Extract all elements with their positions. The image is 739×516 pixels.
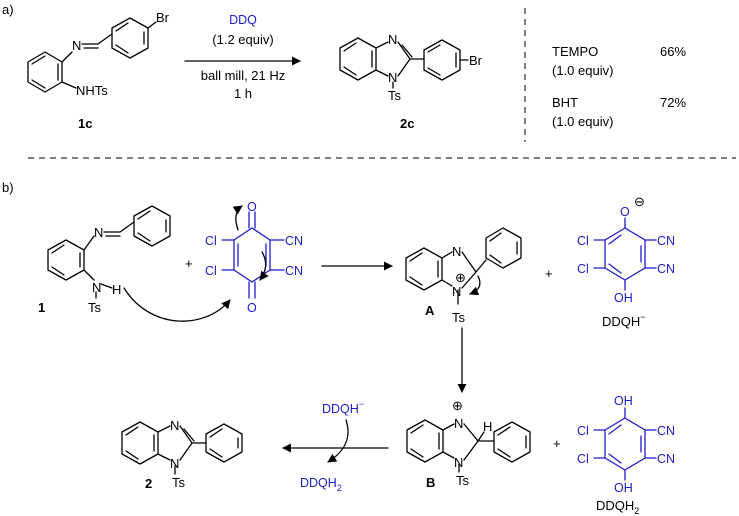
ddqh2-oh-top: OH <box>614 394 633 408</box>
int-a-charge: ⊕ <box>455 270 466 285</box>
sm-1-n-amine: N <box>92 280 101 295</box>
ddq-structure <box>221 211 285 299</box>
additive-1-name: TEMPO <box>552 44 598 59</box>
part-a-label: a) <box>2 2 14 17</box>
int-a-n-bottom: N <box>452 284 461 299</box>
additive-1-yield: 66% <box>660 44 686 59</box>
int-b-n-bottom: N <box>454 455 463 470</box>
ddqh-anion-charge: ⊖ <box>634 194 645 209</box>
product-2-n-top: N <box>170 418 179 433</box>
plus-2: + <box>545 266 553 281</box>
reagent-equiv: (1.2 equiv) <box>212 32 273 47</box>
product-2-structure <box>121 421 243 475</box>
final-arrow-ddqh-anion: DDQH− <box>322 399 364 416</box>
product-2c-structure <box>339 37 469 89</box>
sm-1-h: H <box>112 282 121 297</box>
product-2c-ts: Ts <box>388 88 402 103</box>
ddqh2-oh-bottom: OH <box>614 481 633 495</box>
ddqh2-cl-top: Cl <box>577 424 589 438</box>
sm-1-n-imine: N <box>94 225 103 240</box>
reactant-1c-label: 1c <box>78 116 92 131</box>
condition-ball-mill: ball mill, 21 Hz <box>201 68 286 83</box>
ddq-o-bottom: O <box>247 301 257 315</box>
ddq-cl-top: Cl <box>205 234 217 248</box>
plus-1: + <box>185 256 193 271</box>
electron-push-arrow-co <box>232 205 243 231</box>
product-2-n-bottom: N <box>170 456 179 471</box>
part-b-label: b) <box>2 180 14 195</box>
reagent-ddq: DDQ <box>229 13 257 27</box>
additive-1-equiv: (1.0 equiv) <box>552 63 613 78</box>
electron-push-arrow-ring <box>259 251 269 281</box>
int-b-label: B <box>426 475 435 490</box>
ddqh-anion-o: O <box>620 205 630 219</box>
int-b-charge: ⊕ <box>452 398 463 413</box>
electron-push-arrow-nh <box>123 287 231 322</box>
ddqh2-label: DDQH2 <box>596 498 639 516</box>
plus-3: + <box>553 436 561 451</box>
final-arrow-ddqh2: DDQH2 <box>300 476 342 493</box>
product-2c-br: Br <box>469 53 483 68</box>
condition-time: 1 h <box>234 86 252 101</box>
ddqh2-cl-bottom: Cl <box>577 452 589 466</box>
ddqh-anion-cl-bottom: Cl <box>577 262 589 276</box>
additive-2-equiv: (1.0 equiv) <box>552 114 613 129</box>
ddqh-anion-cl-top: Cl <box>577 234 589 248</box>
sm-1-label: 1 <box>38 300 45 315</box>
int-a-label: A <box>425 303 435 318</box>
product-2-label: 2 <box>145 476 152 491</box>
ddqh-anion-structure <box>593 217 657 291</box>
ddqh-anion-cn-top: CN <box>657 234 675 248</box>
additive-2-yield: 72% <box>660 95 686 110</box>
int-a-ts: Ts <box>452 310 466 325</box>
int-a-structure <box>405 227 522 305</box>
ddqh2-cn-top: CN <box>657 424 675 438</box>
int-b-structure <box>406 419 531 473</box>
product-2c-n-bottom: N <box>388 70 397 85</box>
product-2-ts: Ts <box>172 475 186 490</box>
int-b-h: H <box>483 419 492 434</box>
ddqh2-structure <box>593 407 657 481</box>
reactant-1c-br: Br <box>156 10 170 25</box>
int-b-ts: Ts <box>456 473 470 488</box>
additive-2-name: BHT <box>552 95 578 110</box>
ddq-cn-top: CN <box>285 234 303 248</box>
ddqh2-cn-bottom: CN <box>657 452 675 466</box>
product-2c-label: 2c <box>400 116 414 131</box>
int-a-n-top: N <box>452 244 461 259</box>
ddq-o-top: O <box>247 200 257 214</box>
ddqh-anion-cn-bottom: CN <box>657 262 675 276</box>
reactant-1c-imine-n: N <box>72 38 81 53</box>
ddqh-anion-label: DDQH− <box>602 312 646 329</box>
ddq-cn-bottom: CN <box>285 264 303 278</box>
reactant-1c-structure <box>27 17 157 93</box>
reactant-1c-nhts: NHTs <box>76 83 108 98</box>
final-arrow-curve <box>327 419 349 463</box>
sm-1-structure <box>47 205 171 299</box>
sm-1-ts: Ts <box>88 300 102 315</box>
product-2c-n-top: N <box>388 32 397 47</box>
ddq-cl-bottom: Cl <box>205 264 217 278</box>
ddqh-anion-oh: OH <box>614 291 633 305</box>
int-b-n-top: N <box>454 416 463 431</box>
int-a-push-arrow <box>469 275 481 296</box>
